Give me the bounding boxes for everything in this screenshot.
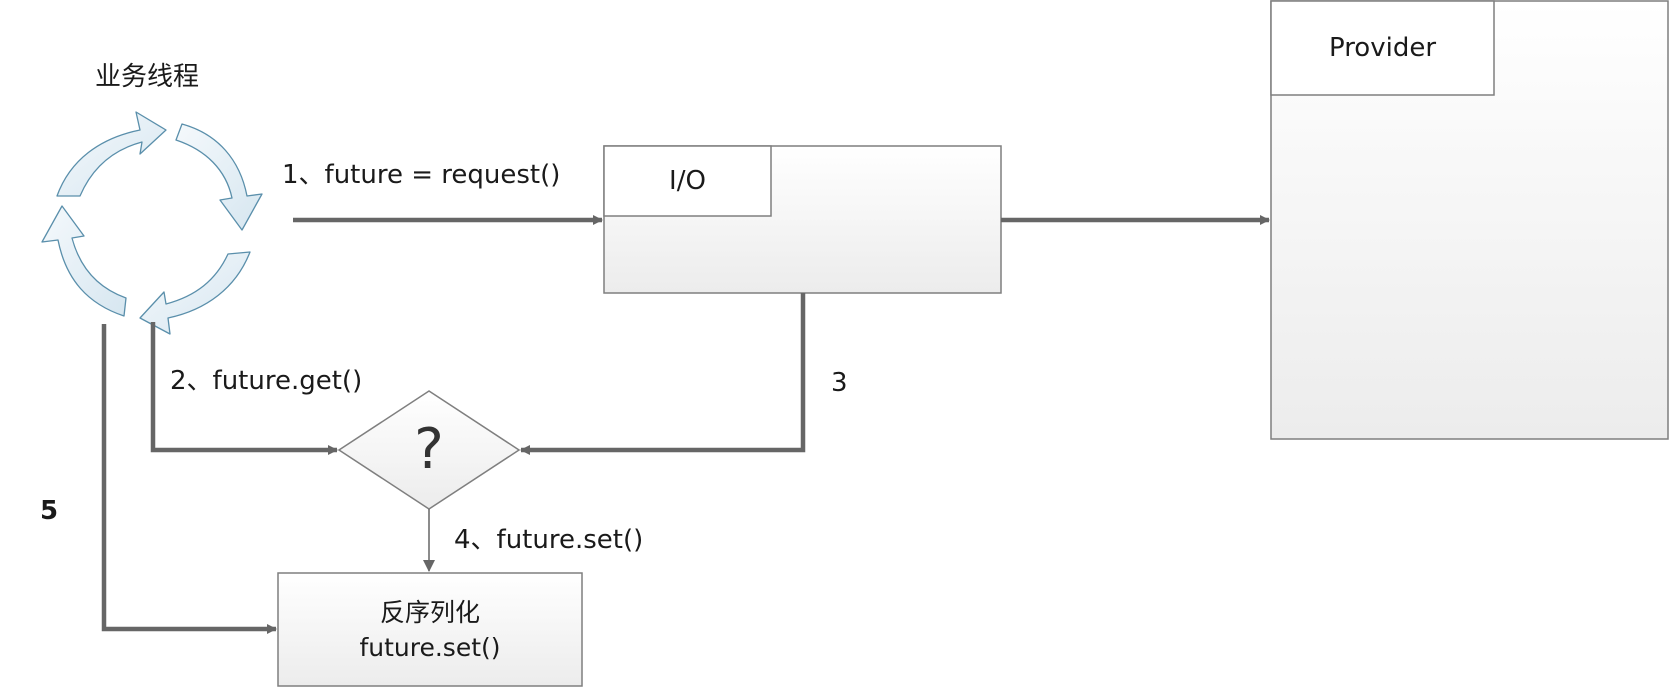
cycle-arrows-icon [41, 111, 263, 335]
provider-title-tab [1270, 0, 1495, 96]
thread-title: 业务线程 [95, 62, 200, 92]
edge-label-step1: 1、future = request() [282, 160, 561, 190]
decision-symbol: ? [414, 417, 444, 482]
edge-label-step4: 4、future.set() [454, 525, 644, 555]
edge-label-step2: 2、future.get() [170, 366, 363, 396]
io-title-tab [603, 145, 772, 217]
edge-label-step3: 3 [831, 368, 848, 398]
io-title: I/O [669, 166, 706, 196]
deserialize-box [277, 572, 583, 687]
deserialize-label: 反序列化 future.set() [278, 573, 582, 686]
provider-title: Provider [1328, 33, 1437, 63]
edge-label-step5: 5 [40, 496, 59, 526]
deserialize-line1: 反序列化 [379, 597, 480, 627]
edge-io-result [520, 293, 806, 455]
deserialize-line2: future.set() [359, 632, 501, 662]
edge-get [150, 322, 338, 455]
edge-direct-deserialize [101, 324, 277, 634]
